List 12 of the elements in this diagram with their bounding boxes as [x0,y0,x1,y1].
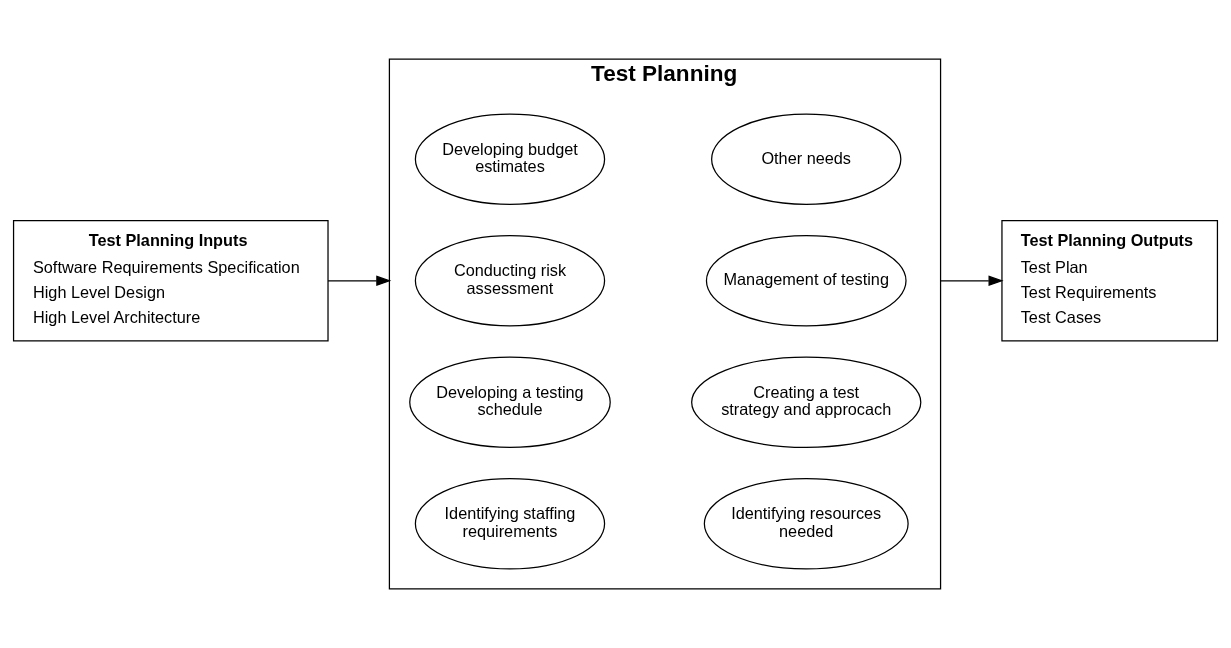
node-ellipse: Creating a test strategy and approcach [691,356,922,449]
node-box: Test Planning Outputs Test Plan Test Requirements Test Cases [1001,220,1219,342]
node-ellipse: Management of testing [705,235,907,327]
node-ellipse: Identifying staffing requirements [414,478,606,570]
node-ellipse: Developing a testing schedule [409,356,611,449]
node-ellipse: Other needs [711,113,902,205]
node-box: Test Planning Inputs Software Requirements Specification High Level Design High Level Architecture [12,220,329,342]
arrow [939,275,1004,287]
arrow [327,275,392,287]
node-ellipse: Conducting risk assessment [414,235,606,327]
node-ellipse: Identifying resources needed [703,478,909,570]
node-ellipse: Developing budget estimates [414,113,606,205]
